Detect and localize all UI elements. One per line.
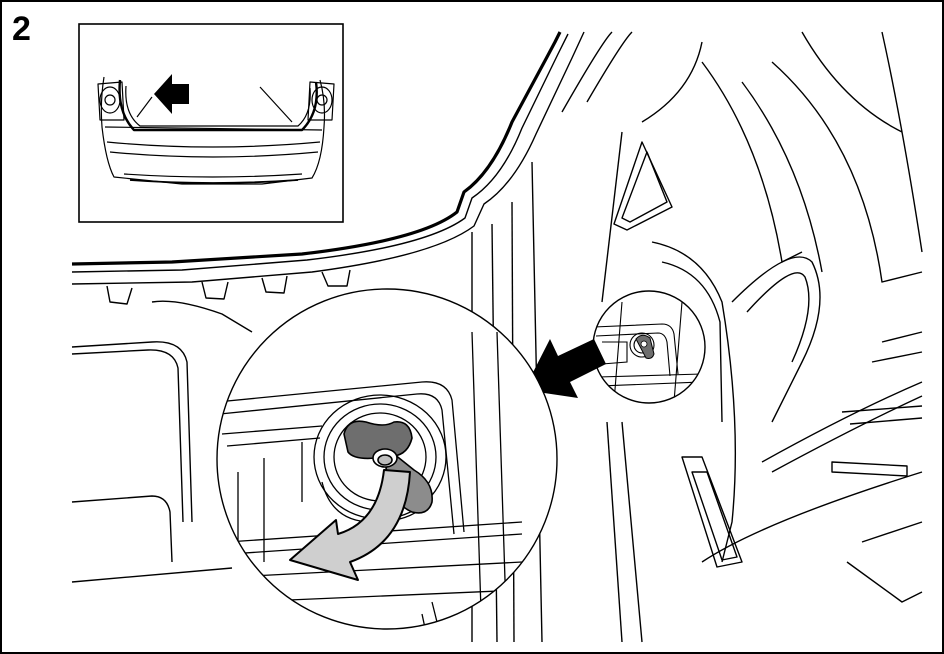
small-detail-circle: [593, 291, 705, 403]
rear-view-inset: [79, 24, 343, 222]
magnified-detail-circle: [217, 289, 557, 642]
